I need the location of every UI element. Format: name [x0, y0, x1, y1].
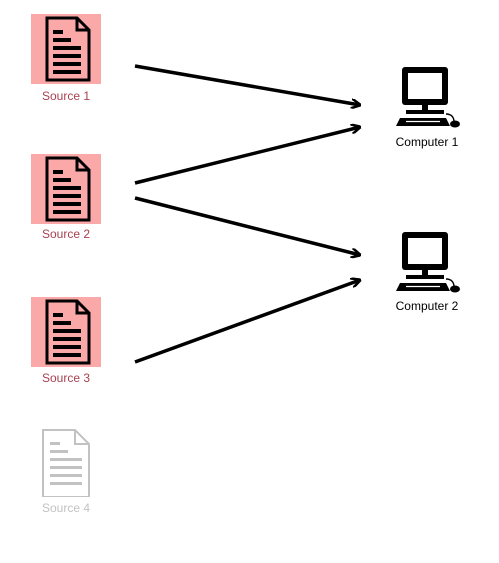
document-icon — [31, 427, 101, 497]
source-node-4: Source 4 — [31, 427, 101, 519]
source-label: Source 2 — [41, 227, 91, 241]
source-label: Source 1 — [41, 89, 91, 103]
source-node-2: Source 2 — [31, 154, 101, 246]
document-icon — [31, 14, 101, 84]
arrow-source-1-to-computer-1 — [134, 64, 360, 105]
source-label: Source 4 — [41, 501, 91, 515]
desktop-computer-icon — [392, 64, 462, 132]
computer-node-1: Computer 1 — [385, 64, 469, 154]
arrow-source-2-to-computer-2 — [134, 196, 360, 255]
desktop-computer-icon — [392, 229, 462, 297]
source-node-1: Source 1 — [31, 14, 101, 106]
document-icon — [31, 154, 101, 224]
source-label: Source 3 — [41, 371, 91, 385]
computer-label: Computer 1 — [395, 135, 459, 149]
document-icon — [31, 297, 101, 367]
arrow-source-2-to-computer-1 — [134, 127, 360, 185]
source-node-3: Source 3 — [31, 297, 101, 389]
arrow-source-3-to-computer-2 — [134, 280, 360, 364]
computer-label: Computer 2 — [395, 299, 459, 313]
computer-node-2: Computer 2 — [385, 229, 469, 319]
